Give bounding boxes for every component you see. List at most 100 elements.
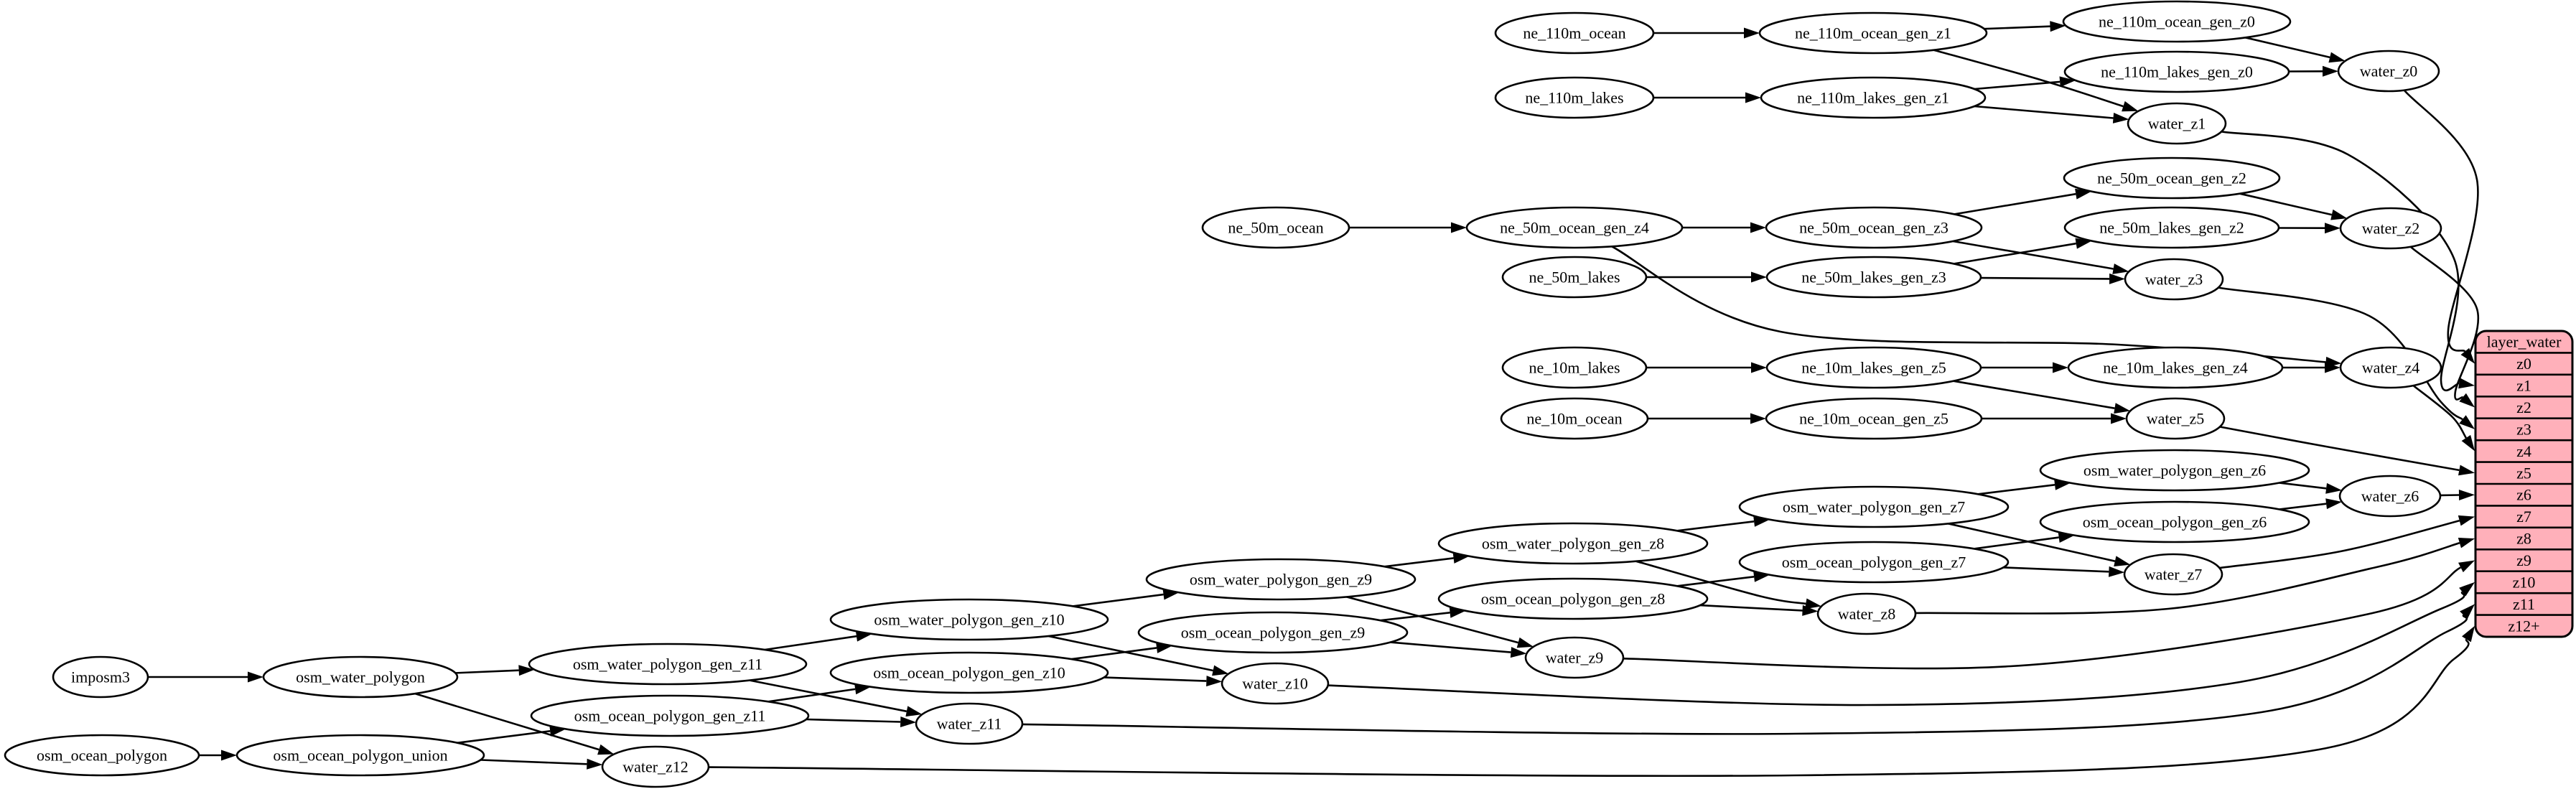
edge-ne_50m_ocean-ne_50m_ocean_gen_z4 [1349, 222, 1467, 233]
node-ne_110m_lakes_gen_z1: ne_110m_lakes_gen_z1 [1760, 76, 1987, 119]
arrowhead [1212, 665, 1229, 676]
arrowhead [2325, 362, 2341, 373]
edge-ne_10m_ocean-ne_10m_ocean_gen_z5 [1648, 413, 1766, 424]
node-osm_ocean_polygon_gen_z8: osm_ocean_polygon_gen_z8 [1437, 577, 1709, 620]
edge-osm_water_polygon_gen_z7-water_z7 [1948, 523, 2131, 566]
edge-water_z10-layer_water-z10 [1327, 582, 2475, 706]
record-layer_water: layer_waterz0z1z2z3z4z5z6z7z8z9z10z11z12… [2474, 330, 2574, 638]
node-shape-ne_110m_lakes_gen_z0 [2063, 50, 2290, 93]
arrowhead [905, 706, 923, 717]
node-label-osm_water_polygon_gen_z9: osm_water_polygon_gen_z9 [1190, 571, 1372, 589]
arrowhead [2112, 113, 2129, 123]
arrowhead [1805, 598, 1821, 610]
edge-water_z0-layer_water-z0 [2403, 89, 2479, 364]
node-osm_water_polygon_gen_z9: osm_water_polygon_gen_z9 [1145, 558, 1417, 601]
node-label-osm_ocean_polygon: osm_ocean_polygon [37, 747, 167, 765]
node-water_z12: water_z12 [601, 745, 710, 788]
edge-ne_110m_lakes_gen_z0-water_z0 [2288, 65, 2338, 77]
node-osm_ocean_polygon_gen_z11: osm_ocean_polygon_gen_z11 [530, 694, 810, 737]
node-shape-osm_water_polygon_gen_z7 [1738, 485, 2010, 528]
edge-water_z5-layer_water-z5 [2219, 426, 2475, 476]
arrowhead [221, 750, 237, 761]
node-label-ne_110m_ocean_gen_z0: ne_110m_ocean_gen_z0 [2099, 13, 2255, 31]
node-osm_water_polygon_gen_z8: osm_water_polygon_gen_z8 [1437, 522, 1709, 565]
arrowhead [2459, 415, 2475, 429]
node-shape-water_z10 [1221, 662, 1330, 705]
node-shape-ne_10m_lakes_gen_z4 [2067, 346, 2284, 389]
node-label-water_z2: water_z2 [2362, 220, 2420, 238]
arrowhead [597, 744, 615, 755]
arrowhead [2112, 263, 2129, 274]
node-shape-ne_10m_lakes_gen_z5 [1765, 346, 1982, 389]
arrowhead [1206, 676, 1223, 687]
node-shape-ne_50m_lakes_gen_z3 [1765, 256, 1982, 299]
node-water_z0: water_z0 [2337, 50, 2440, 93]
edge-imposm3-osm_water_polygon [148, 671, 263, 683]
edge-ne_50m_lakes_gen_z2-water_z2 [2278, 223, 2341, 234]
node-osm_ocean_polygon_gen_z6: osm_ocean_polygon_gen_z6 [2039, 500, 2310, 543]
node-imposm3: imposm3 [52, 655, 149, 699]
arrowhead [2330, 209, 2348, 220]
edge-osm_water_polygon_gen_z11-water_z11 [749, 679, 923, 717]
arrowhead [2460, 604, 2475, 620]
node-shape-ne_10m_ocean [1500, 397, 1649, 440]
node-osm_water_polygon_gen_z10: osm_water_polygon_gen_z10 [829, 598, 1109, 641]
record-row-z9: z9 [2516, 551, 2531, 569]
node-label-water_z0: water_z0 [2360, 62, 2418, 80]
edge-water_z6-layer_water-z6 [2440, 490, 2475, 500]
node-osm_water_polygon_gen_z6: osm_water_polygon_gen_z6 [2039, 449, 2310, 492]
record-row-z7: z7 [2516, 508, 2531, 526]
edge-osm_ocean_polygon_gen_z9-water_z9 [1390, 641, 1527, 658]
node-shape-osm_water_polygon_gen_z9 [1145, 558, 1417, 601]
arrowhead [2459, 393, 2475, 408]
edge-osm_ocean_polygon_gen_z6-water_z6 [2279, 498, 2342, 510]
arrowhead [2458, 378, 2475, 389]
arrowhead [1451, 222, 1467, 233]
node-water_z2: water_z2 [2339, 207, 2442, 250]
node-ne_50m_ocean_gen_z2: ne_50m_ocean_gen_z2 [2063, 157, 2281, 200]
edge-ne_50m_ocean_gen_z4-water_z4 [1611, 246, 2342, 368]
node-shape-water_z4 [2339, 346, 2442, 389]
node-ne_110m_lakes: ne_110m_lakes [1494, 76, 1655, 119]
node-shape-osm_ocean_polygon [4, 734, 200, 777]
node-label-ne_110m_lakes_gen_z1: ne_110m_lakes_gen_z1 [1797, 89, 1949, 107]
node-shape-osm_ocean_polygon_gen_z11 [530, 694, 810, 737]
edge-ne_10m_lakes-ne_10m_lakes_gen_z5 [1646, 362, 1767, 373]
record-row-z5: z5 [2516, 464, 2531, 482]
edge-ne_10m_lakes_gen_z5-ne_10m_lakes_gen_z4 [1981, 362, 2068, 373]
arrowhead [2122, 101, 2139, 112]
node-ne_10m_ocean: ne_10m_ocean [1500, 397, 1649, 440]
edge-osm_ocean_polygon_gen_z7-water_z7 [2003, 566, 2125, 577]
node-shape-osm_water_polygon [262, 655, 459, 699]
node-shape-water_z12 [601, 745, 710, 788]
arrowhead [900, 716, 917, 727]
node-shape-osm_water_polygon_gen_z6 [2039, 449, 2310, 492]
node-shape-water_z7 [2123, 553, 2223, 596]
node-label-ne_10m_ocean: ne_10m_ocean [1526, 410, 1622, 428]
record-row-z10: z10 [2513, 573, 2536, 591]
node-shape-osm_water_polygon_gen_z11 [528, 643, 808, 686]
node-label-ne_110m_ocean_gen_z1: ne_110m_ocean_gen_z1 [1795, 24, 1951, 42]
node-shape-ne_50m_ocean_gen_z3 [1765, 206, 1983, 249]
node-shape-water_z0 [2337, 50, 2440, 93]
edges-layer [148, 21, 2479, 778]
node-label-ne_110m_lakes: ne_110m_lakes [1525, 89, 1623, 107]
arrowhead [1449, 607, 1466, 618]
node-water_z3: water_z3 [2124, 258, 2224, 301]
edge-ne_50m_lakes_gen_z3-ne_50m_lakes_gen_z2 [1954, 238, 2092, 265]
node-label-water_z4: water_z4 [2362, 359, 2420, 377]
edge-water_z11-layer_water-z11 [1022, 604, 2475, 735]
node-label-water_z7: water_z7 [2145, 566, 2203, 584]
arrowhead [2323, 65, 2338, 77]
record-row-z11: z11 [2513, 595, 2535, 613]
edge-osm_water_polygon_gen_z7-osm_water_polygon_gen_z6 [1977, 479, 2071, 495]
node-water_z8: water_z8 [1816, 592, 1917, 635]
node-osm_ocean_polygon_gen_z7: osm_ocean_polygon_gen_z7 [1738, 541, 2010, 584]
arrowhead [2325, 482, 2342, 494]
node-shape-ne_50m_ocean_gen_z2 [2063, 157, 2281, 200]
node-shape-ne_10m_ocean_gen_z5 [1765, 397, 1983, 440]
node-ne_50m_ocean_gen_z3: ne_50m_ocean_gen_z3 [1765, 206, 1983, 249]
node-label-osm_ocean_polygon_gen_z11: osm_ocean_polygon_gen_z11 [574, 707, 766, 725]
edge-ne_10m_lakes_gen_z4-water_z4 [2282, 362, 2341, 373]
